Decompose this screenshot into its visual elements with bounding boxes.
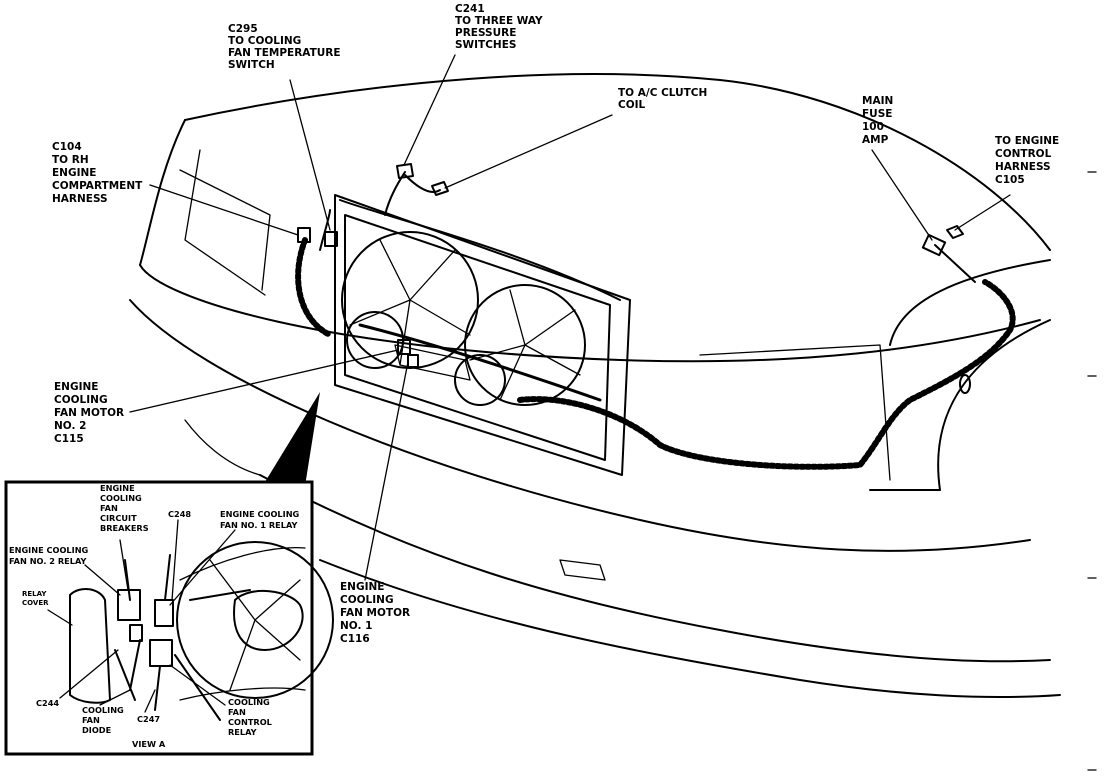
leader-fan-diode bbox=[99, 689, 131, 706]
bumper-lower bbox=[129, 299, 1031, 552]
inset-label-relay-cover: RELAY COVER bbox=[22, 590, 49, 607]
fan-blades-1 bbox=[469, 289, 581, 401]
grommet bbox=[959, 374, 971, 394]
fender-right bbox=[869, 259, 1051, 491]
leader-c104 bbox=[149, 184, 299, 236]
bumper-upper bbox=[139, 264, 1041, 363]
leader-ac-clutch bbox=[444, 114, 613, 189]
view-a-pointer bbox=[265, 392, 320, 486]
leader-c295 bbox=[289, 79, 331, 231]
leader-fan-no1-relay bbox=[169, 529, 236, 606]
headlamp-left bbox=[184, 149, 266, 296]
leader-circuit-breakers bbox=[119, 539, 129, 591]
hood-line bbox=[184, 73, 1051, 251]
edge-marks bbox=[1087, 171, 1097, 771]
inset-wires bbox=[114, 554, 251, 721]
radiator-assembly bbox=[334, 194, 631, 476]
inset-motor bbox=[233, 589, 304, 651]
inset-label-fan-no1-relay: ENGINE COOLING FAN NO. 1 RELAY bbox=[220, 509, 302, 530]
leader-main-fuse bbox=[871, 149, 933, 241]
inset-label-c248: C248 bbox=[168, 509, 191, 519]
leader-c116 bbox=[364, 361, 409, 581]
c116-connector bbox=[407, 354, 419, 368]
inset-label-c244: C244 bbox=[36, 698, 59, 708]
leader-c244 bbox=[59, 649, 119, 699]
fender-top bbox=[139, 119, 186, 266]
harness-to-ac bbox=[404, 174, 441, 193]
label-ac-clutch: TO A/C CLUTCH COIL bbox=[618, 87, 711, 111]
bumper-slot bbox=[559, 559, 606, 581]
main-fuse-link bbox=[921, 233, 947, 257]
c295-connector bbox=[324, 231, 338, 247]
lower-left-fender bbox=[184, 419, 261, 476]
motor-bracket bbox=[394, 344, 471, 381]
label-fan-motor-1: ENGINE COOLING FAN MOTOR NO. 1 C116 bbox=[340, 581, 414, 645]
label-c104: C104 TO RH ENGINE COMPARTMENT HARNESS bbox=[52, 141, 146, 205]
inset-label-circuit-breakers: ENGINE COOLING FAN CIRCUIT BREAKERS bbox=[100, 483, 149, 533]
inset-view-a: ENGINE COOLING FAN CIRCUIT BREAKERS C248… bbox=[4, 480, 334, 756]
main-harness bbox=[295, 237, 1016, 470]
label-c241: C241 TO THREE WAY PRESSURE SWITCHES bbox=[455, 3, 546, 51]
harness-to-c241 bbox=[384, 171, 406, 216]
headlamp-right bbox=[699, 344, 891, 481]
fan-motor-1-hub bbox=[454, 354, 506, 406]
fan-ring-1 bbox=[464, 284, 586, 406]
radiator-inner-frame bbox=[344, 214, 611, 461]
inset-label-view: VIEW A bbox=[132, 739, 166, 749]
radiator-frame bbox=[334, 194, 631, 476]
label-fan-motor-2: ENGINE COOLING FAN MOTOR NO. 2 C115 bbox=[54, 381, 128, 445]
label-main-fuse: MAIN FUSE 100 AMP bbox=[862, 95, 897, 146]
valance bbox=[319, 559, 1061, 698]
leader-c241 bbox=[403, 54, 456, 166]
inset-label-fan-control-relay: COOLING FAN CONTROL RELAY bbox=[228, 697, 275, 737]
label-c295: C295 TO COOLING FAN TEMPERATURE SWITCH bbox=[228, 23, 344, 71]
inset-fan-ring bbox=[176, 541, 334, 699]
wiring-harness bbox=[295, 163, 1016, 470]
inset-fan-blades bbox=[209, 559, 301, 691]
inset-label-fan-no2-relay: ENGINE COOLING FAN NO. 2 RELAY bbox=[9, 545, 91, 566]
leader-c115 bbox=[129, 349, 399, 413]
leader-fan-control-relay bbox=[169, 664, 226, 706]
leader-c248 bbox=[171, 519, 179, 601]
inset-label-fan-diode: COOLING FAN DIODE bbox=[82, 705, 127, 735]
c105-connector bbox=[946, 225, 964, 239]
c241-connector bbox=[396, 163, 414, 179]
leader-lines bbox=[129, 54, 1011, 581]
label-engine-control: TO ENGINE CONTROL HARNESS C105 bbox=[995, 135, 1063, 186]
inset-breakers bbox=[129, 624, 143, 642]
leader-fan-no2-relay bbox=[84, 564, 121, 596]
inset-label-c247: C247 bbox=[137, 714, 160, 724]
c115-connector bbox=[397, 339, 411, 355]
radiator-top-tank bbox=[339, 199, 621, 301]
harness-to-c295 bbox=[319, 209, 331, 251]
leader-relay-cover bbox=[47, 609, 73, 626]
crossbar bbox=[358, 323, 602, 402]
car-body bbox=[129, 73, 1061, 698]
grille-opening bbox=[179, 169, 271, 291]
ac-connector bbox=[431, 181, 449, 196]
fan-blades-2 bbox=[349, 239, 471, 366]
inset-bracket bbox=[179, 546, 306, 701]
leader-c105 bbox=[954, 194, 1011, 231]
bumper-bottom bbox=[259, 474, 1051, 663]
leader-c247 bbox=[144, 689, 156, 713]
inset-frame bbox=[4, 480, 314, 756]
